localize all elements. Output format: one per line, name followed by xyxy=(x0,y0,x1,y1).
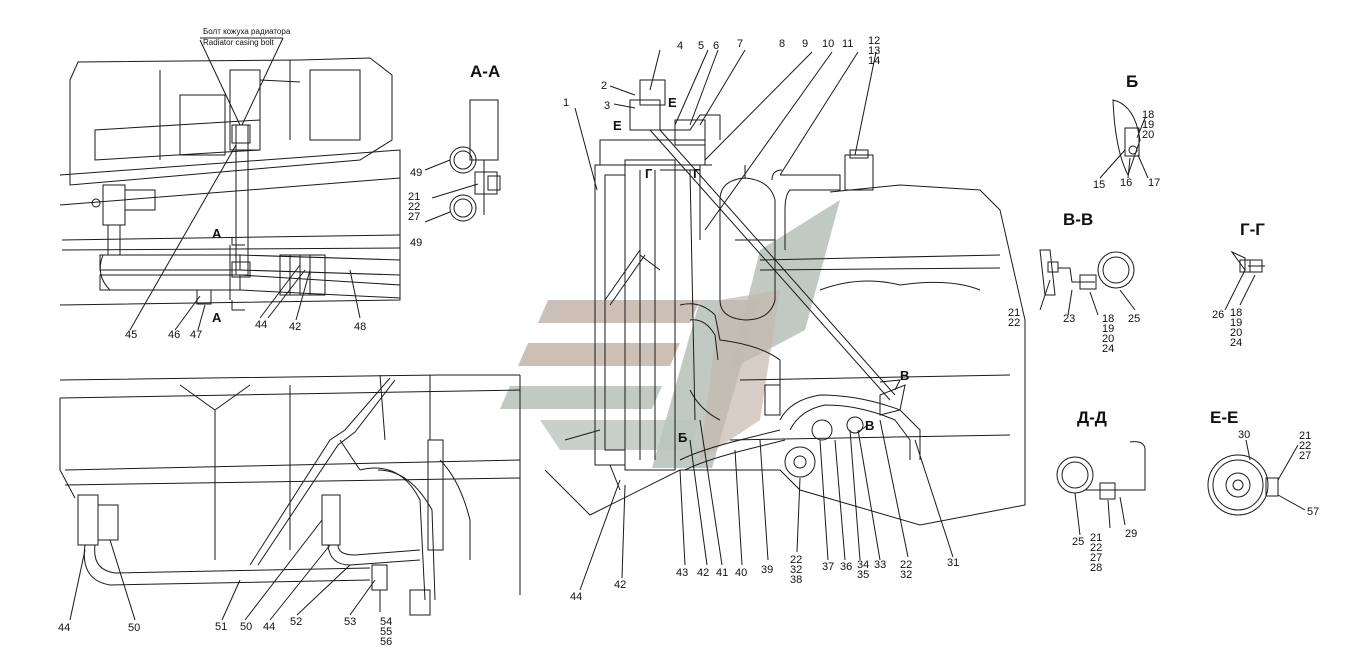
callout-33: 33 xyxy=(874,559,887,571)
callout-43: 43 xyxy=(676,567,689,579)
callout-53: 53 xyxy=(344,616,357,628)
cut-mark-e2: Е xyxy=(613,118,622,133)
radiator-bolt-note-en: Radiator casing bolt xyxy=(203,38,274,47)
radiator-bolt-note-ru: Болт кожуха радиатора xyxy=(203,27,291,36)
callout-51: 51 xyxy=(215,621,228,633)
callout-10: 10 xyxy=(822,38,835,50)
callout-44-top: 44 xyxy=(255,319,268,331)
callout-aa-49-bottom: 49 xyxy=(410,237,423,249)
callout-44-bottom-right: 44 xyxy=(263,621,276,633)
callout-3: 3 xyxy=(604,100,611,112)
callout-48: 48 xyxy=(354,321,367,333)
callout-31: 31 xyxy=(947,557,960,569)
callout-v-25: 25 xyxy=(1128,313,1141,325)
callout-g-26: 26 xyxy=(1212,309,1225,321)
callout-1: 1 xyxy=(563,97,570,109)
callout-36: 36 xyxy=(840,561,853,573)
section-title-aa: А-А xyxy=(470,62,501,81)
callout-8: 8 xyxy=(779,38,786,50)
callout-41: 41 xyxy=(716,567,729,579)
view-b xyxy=(1099,99,1149,179)
callout-37: 37 xyxy=(822,561,835,573)
section-title-b: Б xyxy=(1126,72,1139,91)
callout-47: 47 xyxy=(190,329,203,341)
view-d-d xyxy=(1056,441,1146,536)
view-g-g xyxy=(1224,250,1265,311)
callout-9: 9 xyxy=(802,38,809,50)
callout-42-main: 42 xyxy=(697,567,710,579)
callout-42-top: 42 xyxy=(289,321,302,333)
callout-50-left: 50 xyxy=(128,622,141,634)
cut-mark-e1: Е xyxy=(668,95,677,110)
cut-mark-v2: В xyxy=(865,418,875,433)
cut-mark-a-bottom: А xyxy=(212,310,222,325)
callout-2: 2 xyxy=(601,80,608,92)
callout-6: 6 xyxy=(713,40,720,52)
section-title-gg: Г-Г xyxy=(1240,220,1265,239)
callout-e-30: 30 xyxy=(1238,429,1251,441)
cut-mark-b: Б xyxy=(678,430,688,445)
callout-39: 39 xyxy=(761,564,774,576)
callout-v-23: 23 xyxy=(1063,313,1076,325)
cut-mark-a-top: А xyxy=(212,226,222,241)
callout-15: 15 xyxy=(1093,179,1106,191)
watermark-logo xyxy=(500,200,840,468)
callout-e-57: 57 xyxy=(1307,506,1320,518)
callout-50-right: 50 xyxy=(240,621,253,633)
callout-42-left: 42 xyxy=(614,579,627,591)
callout-52: 52 xyxy=(290,616,303,628)
callout-46: 46 xyxy=(168,329,181,341)
view-v-v xyxy=(1039,249,1136,316)
callout-11: 11 xyxy=(842,38,854,50)
callout-aa-49-top: 49 xyxy=(410,167,423,179)
section-title-vv: В-В xyxy=(1063,210,1094,229)
cut-mark-v1: В xyxy=(900,368,910,383)
callout-45: 45 xyxy=(125,329,138,341)
callout-d-29: 29 xyxy=(1125,528,1138,540)
callout-16: 16 xyxy=(1120,177,1133,189)
cut-mark-g1: Г xyxy=(645,166,653,181)
callout-4: 4 xyxy=(677,40,684,52)
callout-40: 40 xyxy=(735,567,748,579)
view-e-e xyxy=(1207,439,1306,516)
view-a-a xyxy=(424,99,501,223)
callout-44-main: 44 xyxy=(570,591,583,603)
callout-44-bottom-left: 44 xyxy=(58,622,71,634)
section-title-dd: Д-Д xyxy=(1077,408,1107,427)
callout-d-25: 25 xyxy=(1072,536,1085,548)
callout-7: 7 xyxy=(737,38,744,50)
cut-mark-g2: Г xyxy=(693,166,701,181)
view-top-left xyxy=(59,37,401,331)
section-title-ee: Е-Е xyxy=(1210,408,1239,427)
callout-17: 17 xyxy=(1148,177,1161,189)
view-main xyxy=(544,49,1026,591)
view-bottom-left xyxy=(59,374,521,621)
callout-5: 5 xyxy=(698,40,705,52)
